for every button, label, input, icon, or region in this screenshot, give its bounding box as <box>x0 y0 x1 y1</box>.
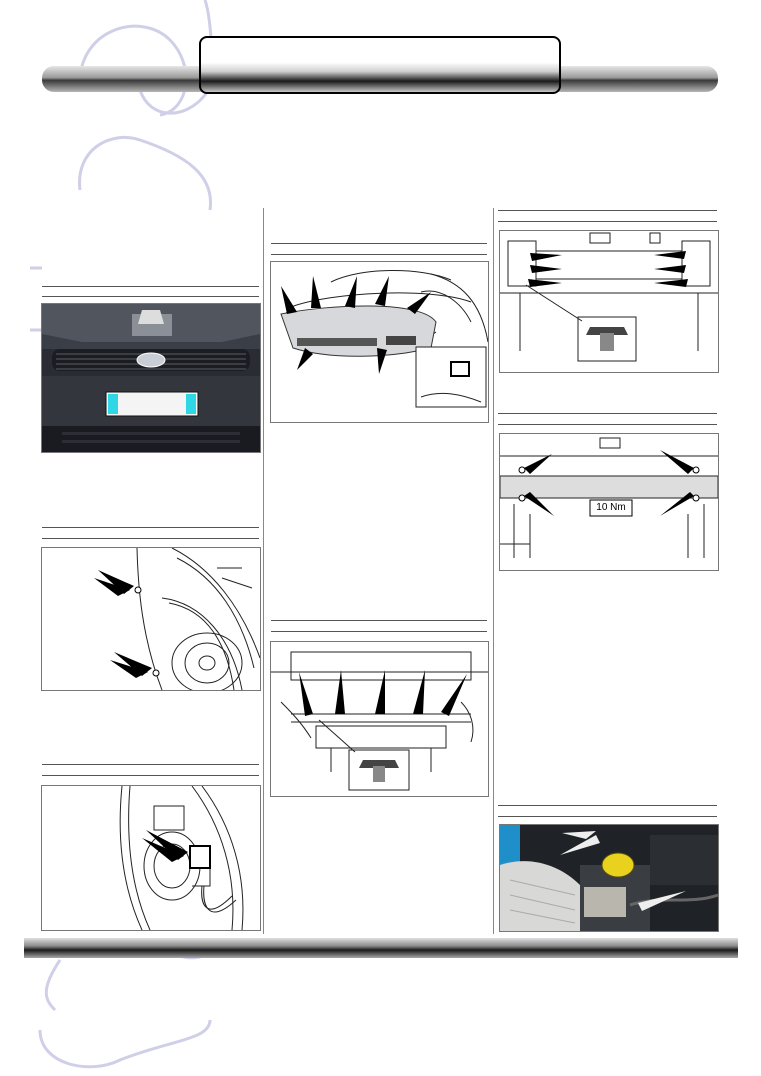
section-rule <box>498 816 717 817</box>
section-rule <box>42 538 259 539</box>
section-rule <box>271 243 487 244</box>
section-rule <box>271 620 487 621</box>
footer-banner-bar <box>24 938 738 958</box>
section-rule <box>498 805 717 806</box>
column-separator-left <box>263 208 264 934</box>
section-rule <box>271 254 487 255</box>
section-rule <box>498 413 717 414</box>
section-rule <box>42 527 259 528</box>
section-rule <box>42 286 259 287</box>
section-rule <box>42 775 259 776</box>
torque-label: 10 Nm <box>596 502 626 513</box>
figure-fog-lamp-connector <box>41 785 261 931</box>
figure-front-view-photo <box>41 303 261 453</box>
section-rule <box>42 764 259 765</box>
figure-engine-bay-photo <box>499 824 719 932</box>
figure-grille-clip-arrows <box>499 230 719 373</box>
section-rule <box>271 631 487 632</box>
figure-lower-crossmember-clips <box>270 641 489 797</box>
column-separator-right <box>493 208 494 934</box>
section-rule <box>498 210 717 211</box>
section-rule <box>498 221 717 222</box>
header-title-box <box>199 36 561 94</box>
figure-bumper-fasteners <box>270 261 489 423</box>
figure-crossmember-bolts: 10 Nm <box>499 433 719 571</box>
figure-fender-liner-screws <box>41 547 261 691</box>
section-rule <box>498 424 717 425</box>
section-rule <box>42 296 259 297</box>
